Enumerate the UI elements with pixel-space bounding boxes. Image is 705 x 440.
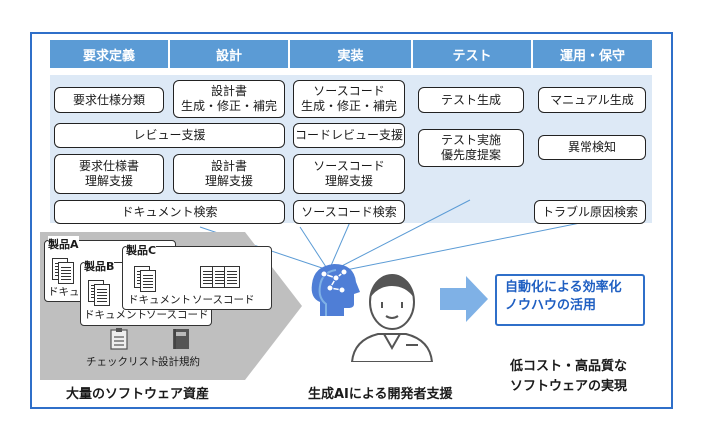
- task-code-review: コードレビュー支援: [293, 123, 405, 148]
- task-trouble-search: トラブル原因検索: [534, 200, 646, 224]
- doc-icon: [58, 262, 74, 284]
- developer-icon: [350, 274, 434, 362]
- task-manual-gen: マニュアル生成: [538, 87, 646, 113]
- checklist-icon: [110, 328, 128, 350]
- phase-test: テスト: [413, 40, 531, 68]
- product-c-doc-label: ドキュメント: [128, 294, 191, 306]
- task-design-understand: 設計書理解支援: [173, 154, 285, 194]
- task-design-doc-gen: 設計書生成・修正・補完: [173, 80, 285, 118]
- ai-head-icon: [311, 264, 360, 316]
- task-req-spec-classify: 要求仕様分類: [54, 87, 164, 113]
- task-source-search: ソースコード検索: [293, 200, 405, 224]
- task-source-understand: ソースコード理解支援: [293, 154, 405, 194]
- phase-implementation: 実装: [290, 40, 411, 68]
- right-arrow-icon: [440, 276, 488, 322]
- doc-icon: [140, 270, 156, 292]
- product-a-label: 製品A: [48, 236, 79, 252]
- checklist-label: チェックリスト: [86, 356, 160, 368]
- task-test-gen: テスト生成: [418, 87, 524, 113]
- task-doc-search: ドキュメント検索: [54, 200, 285, 224]
- phase-operation: 運用・保守: [533, 40, 652, 68]
- product-b-label: 製品B: [84, 258, 115, 274]
- phase-requirements: 要求定義: [50, 40, 168, 68]
- center-caption: 生成AIによる開発者支援: [308, 387, 453, 402]
- task-anomaly: 異常検知: [538, 135, 646, 160]
- design-rules-icon: [173, 329, 189, 349]
- task-req-understand: 要求仕様書理解支援: [54, 154, 164, 194]
- product-c-src-label: ソースコード: [192, 294, 255, 306]
- result-line-1: 自動化による効率化: [505, 280, 622, 295]
- result-line-2: ノウハウの活用: [505, 298, 597, 313]
- phase-design: 設計: [170, 40, 288, 68]
- assets-caption: 大量のソフトウェア資産: [66, 387, 210, 402]
- product-b-doc-label: ドキュメント: [84, 309, 147, 321]
- result-caption-line-1: 低コスト・高品質な: [510, 359, 628, 374]
- product-c-label: 製品C: [126, 242, 157, 258]
- product-b-src-label: ソースコード: [146, 309, 209, 321]
- result-box: 自動化による効率化 ノウハウの活用: [495, 274, 645, 326]
- result-caption: 低コスト・高品質な ソフトウェアの実現: [510, 357, 627, 397]
- source-code-icon: [224, 266, 240, 288]
- design-rules-label: 設計規約: [158, 356, 200, 368]
- task-review: レビュー支援: [54, 123, 285, 148]
- task-source-gen: ソースコード生成・修正・補完: [293, 80, 405, 118]
- task-test-priority: テスト実施優先度提案: [418, 129, 524, 167]
- doc-icon: [94, 284, 110, 306]
- result-caption-line-2: ソフトウェアの実現: [510, 379, 628, 394]
